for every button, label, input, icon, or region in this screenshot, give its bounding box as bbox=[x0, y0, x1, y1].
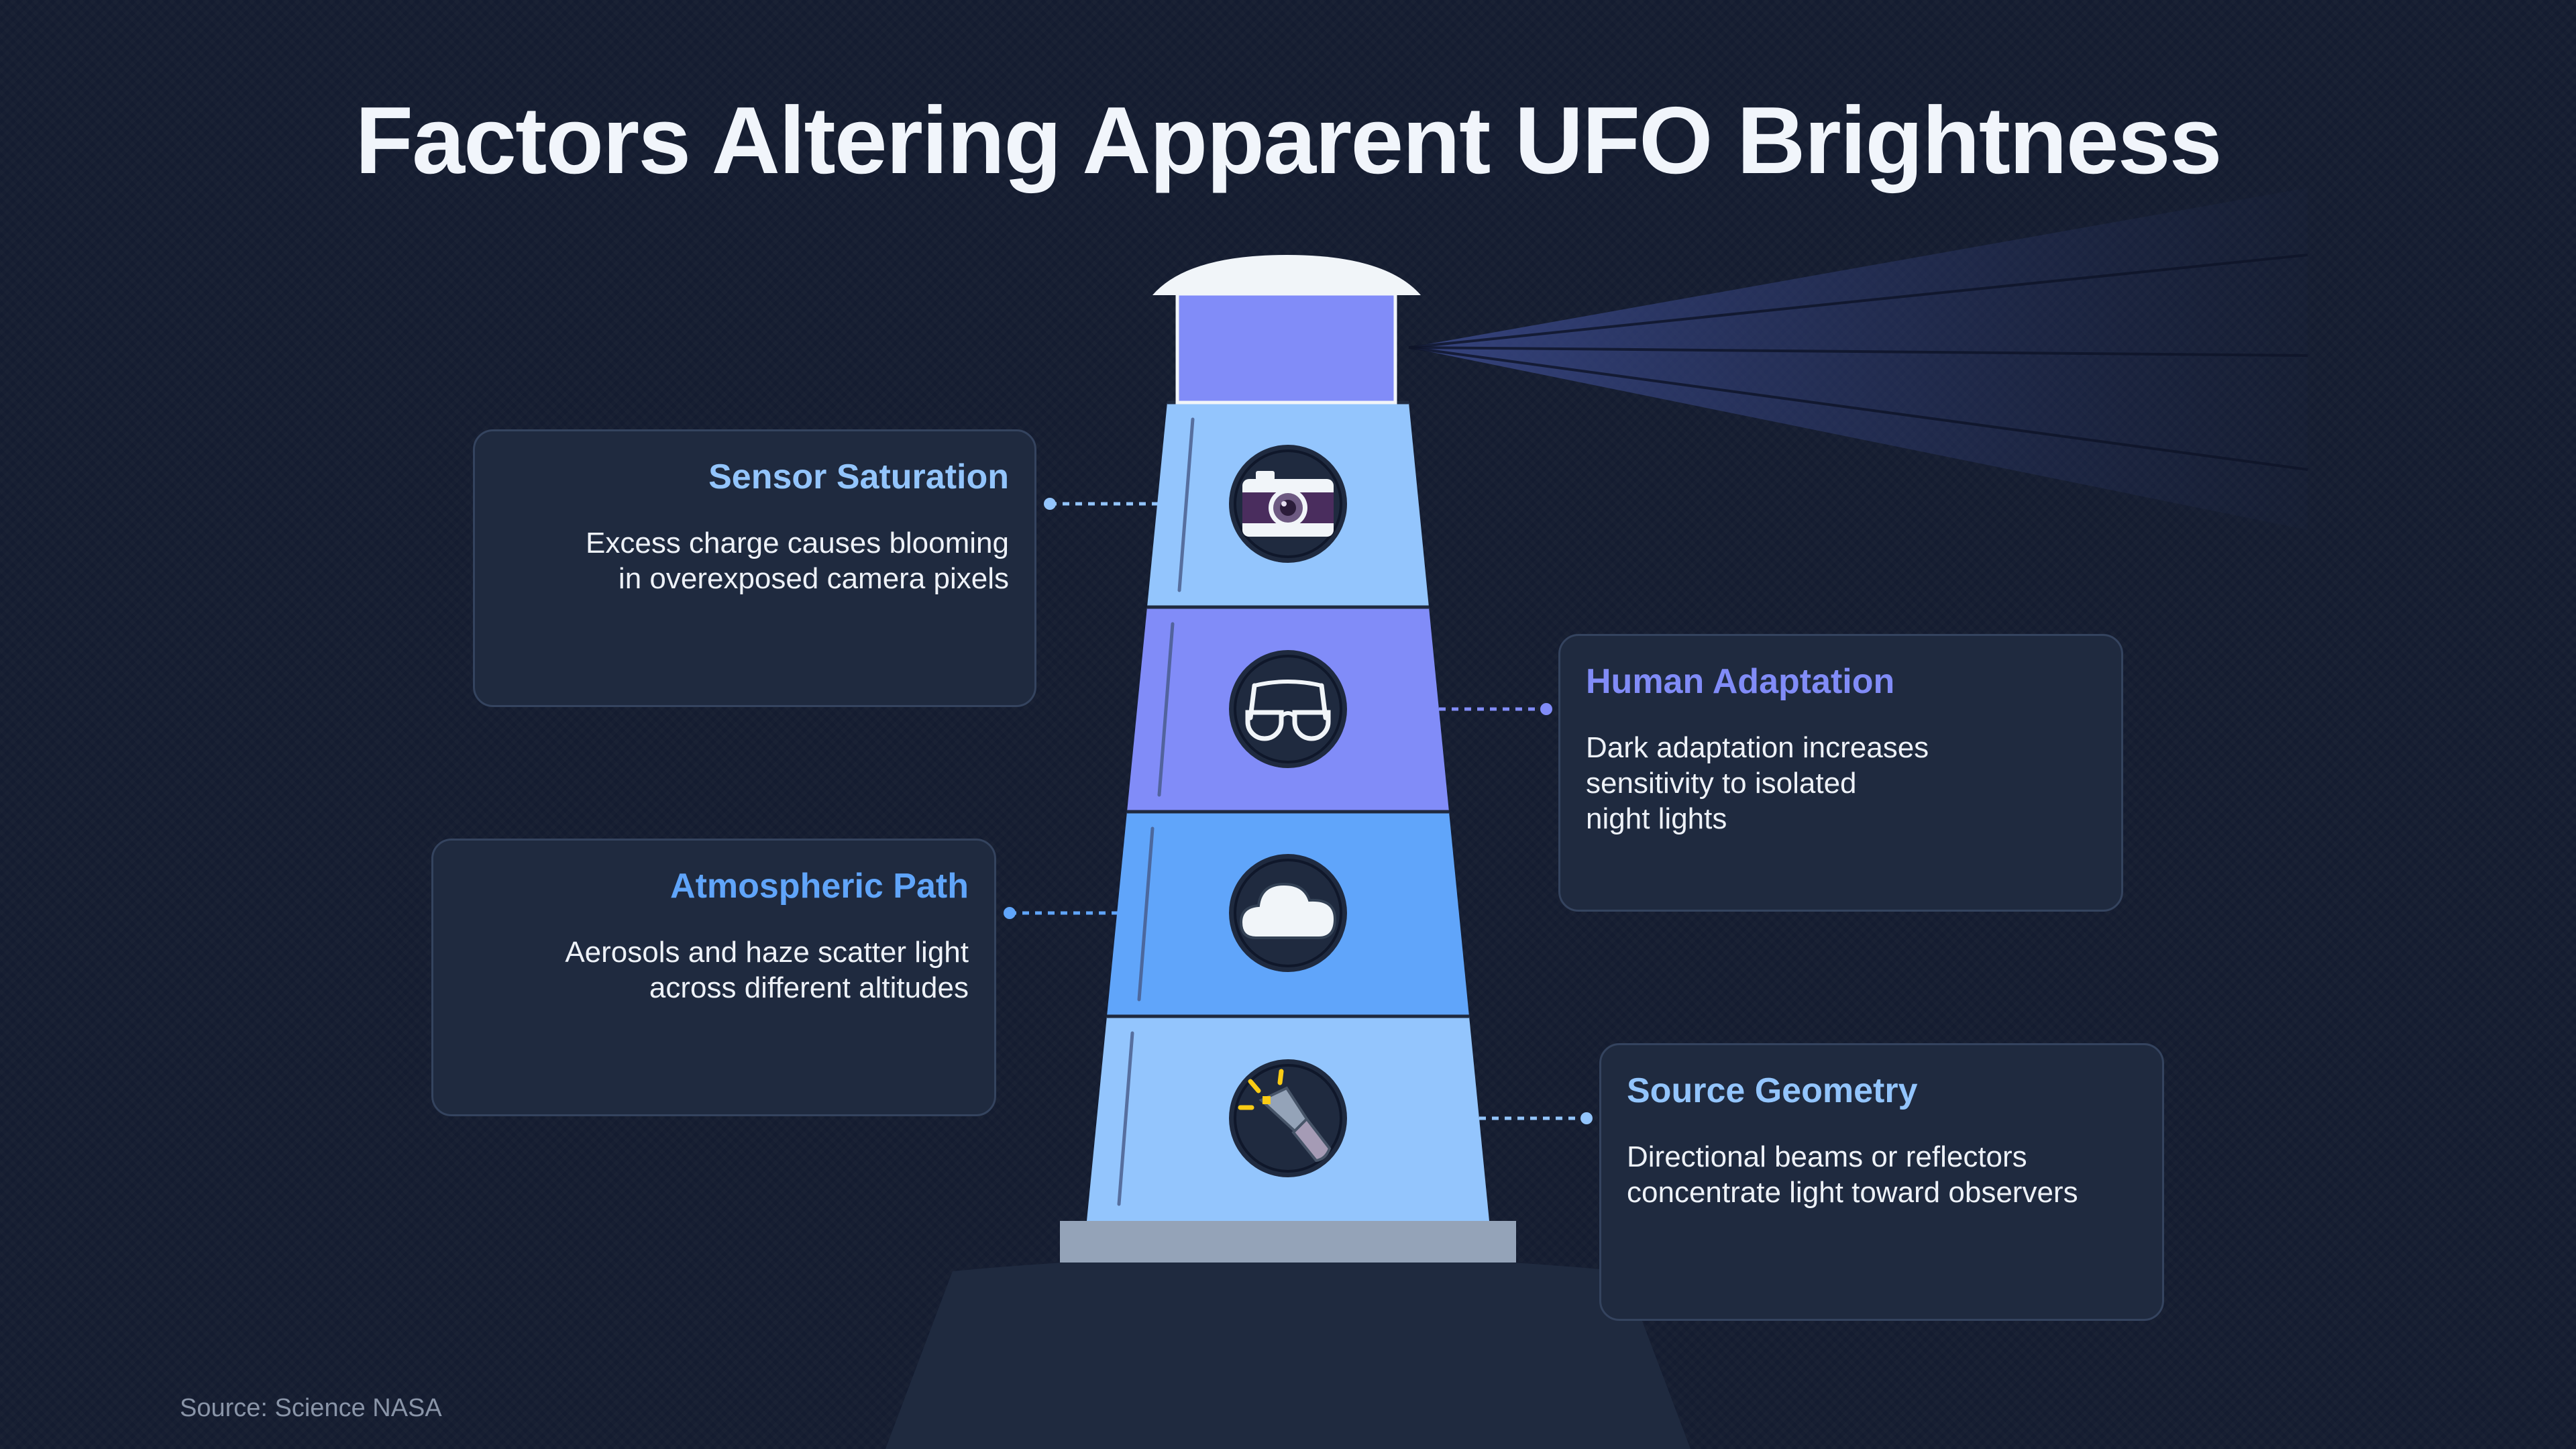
card-title: Atmospheric Path bbox=[670, 867, 969, 906]
camera-icon bbox=[1229, 445, 1347, 563]
card-text: Directional beams or reflectors concentr… bbox=[1627, 1140, 2078, 1209]
card-title: Human Adaptation bbox=[1586, 662, 1895, 701]
connector-source-geometry bbox=[1479, 1112, 1593, 1124]
card-atmospheric-path: Atmospheric Path Aerosols and haze scatt… bbox=[431, 839, 996, 1116]
flashlight-icon bbox=[1229, 1059, 1347, 1177]
card-text: Excess charge causes blooming in overexp… bbox=[586, 527, 1009, 595]
card-title: Source Geometry bbox=[1627, 1071, 1918, 1110]
lighthouse-roof bbox=[1152, 255, 1421, 295]
card-source-geometry: Source Geometry Directional beams or ref… bbox=[1599, 1043, 2164, 1321]
lantern-room bbox=[1175, 292, 1397, 405]
card-text: Aerosols and haze scatter light across d… bbox=[565, 936, 969, 1004]
lighthouse-base bbox=[1060, 1221, 1516, 1263]
connector-human-adaptation bbox=[1439, 703, 1552, 715]
source-note: Source: Science NASA bbox=[180, 1394, 442, 1422]
card-human-adaptation: Human Adaptation Dark adaptation increas… bbox=[1558, 634, 2123, 912]
card-sensor-saturation: Sensor Saturation Excess charge causes b… bbox=[473, 429, 1036, 707]
light-beam bbox=[1408, 188, 2308, 530]
tower-shading bbox=[1117, 417, 1195, 1206]
connector-atmospheric-path bbox=[1004, 907, 1118, 919]
glasses-icon bbox=[1229, 650, 1347, 768]
cloud-icon bbox=[1229, 854, 1347, 972]
hill bbox=[885, 1255, 1690, 1449]
page-title: Factors Altering Apparent UFO Brightness bbox=[355, 87, 2222, 194]
card-title: Sensor Saturation bbox=[708, 458, 1009, 496]
connector-sensor-saturation bbox=[1044, 498, 1158, 510]
card-text: Dark adaptation increases sensitivity to… bbox=[1586, 731, 1929, 835]
